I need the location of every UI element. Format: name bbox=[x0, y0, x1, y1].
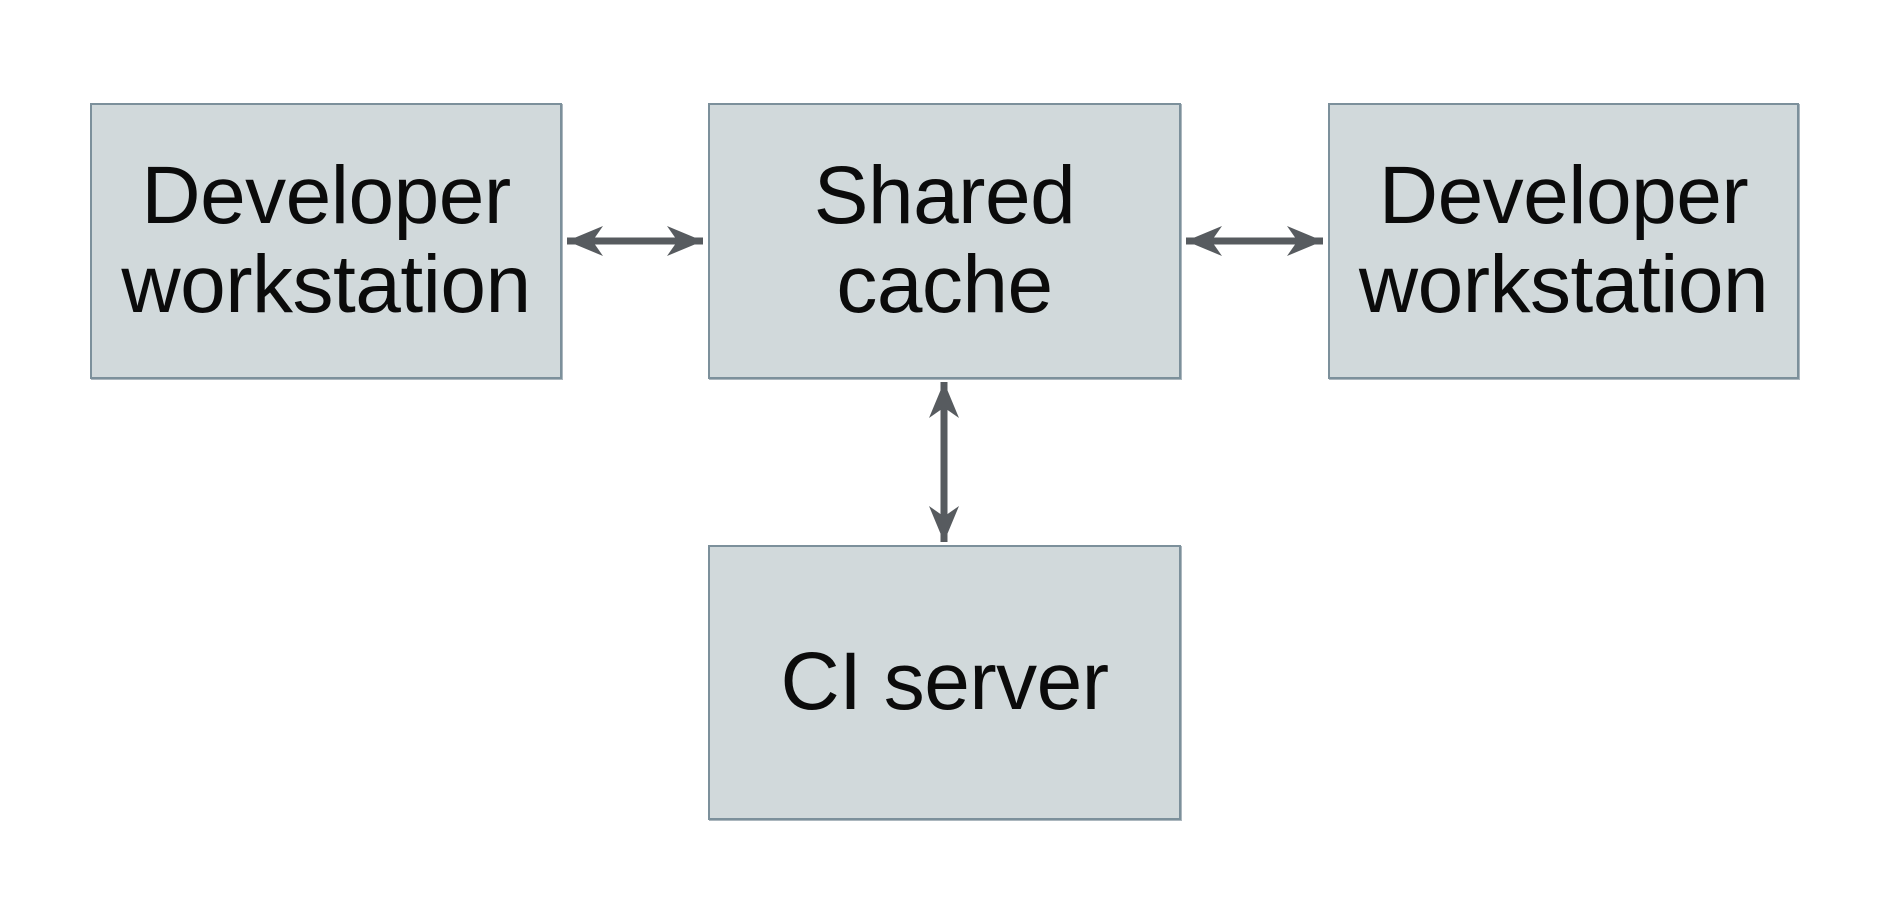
node-developer-workstation-right: Developer workstation bbox=[1328, 103, 1799, 379]
node-label: CI server bbox=[780, 636, 1109, 728]
node-shared-cache: Shared cache bbox=[708, 103, 1181, 379]
node-label: Shared cache bbox=[813, 150, 1076, 330]
node-label: Developer workstation bbox=[1358, 150, 1769, 330]
node-label: Developer workstation bbox=[121, 150, 531, 330]
node-developer-workstation-left: Developer workstation bbox=[90, 103, 562, 379]
node-ci-server: CI server bbox=[708, 545, 1181, 820]
